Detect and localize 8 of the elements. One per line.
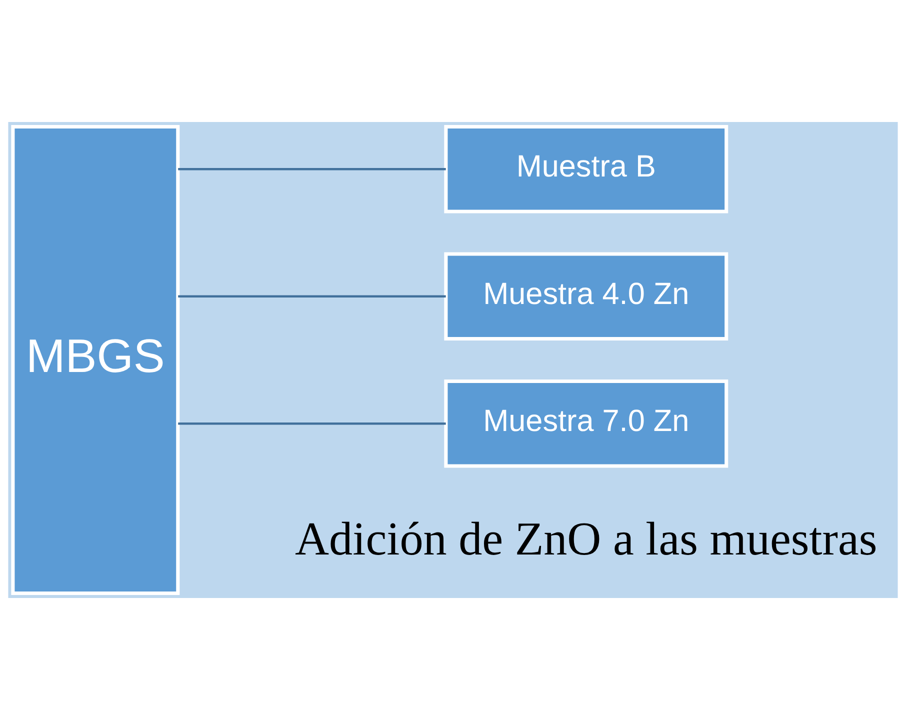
label: Adición de ZnO a las muestras bbox=[295, 513, 878, 566]
node-box: Muestra 4.0 Zn bbox=[444, 252, 728, 341]
node-box: MBGS bbox=[11, 124, 180, 596]
connector bbox=[178, 422, 446, 425]
connector bbox=[178, 295, 446, 298]
connector bbox=[178, 168, 446, 170]
node-box: Muestra 7.0 Zn bbox=[444, 379, 728, 468]
node-box: Muestra B bbox=[444, 124, 728, 214]
